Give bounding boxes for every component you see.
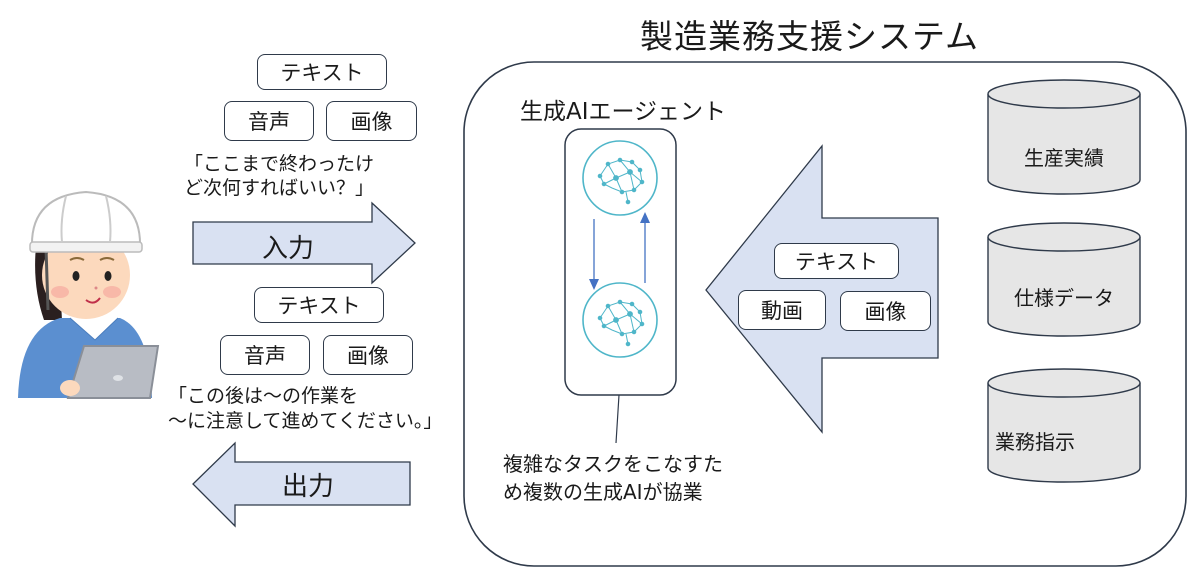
database-label-production: 生産実績 xyxy=(1024,146,1104,170)
output-arrow xyxy=(192,441,411,528)
modality-tag-image: 画像 xyxy=(323,335,413,375)
system-title: 製造業務支援システム xyxy=(640,17,980,56)
callout-line xyxy=(615,394,620,444)
input-arrow-label: 入力 xyxy=(262,234,315,264)
database-cylinder xyxy=(987,79,1141,195)
output-quote-line1: 「この後は～の作業を xyxy=(168,385,359,407)
database-cylinder xyxy=(987,222,1141,337)
system-container xyxy=(463,61,1187,567)
input-arrow xyxy=(192,201,416,285)
modality-tag-video: 動画 xyxy=(738,290,826,330)
flow-arrow-down xyxy=(589,219,599,290)
modality-tag-audio: 音声 xyxy=(224,101,314,141)
flow-arrow-up xyxy=(640,212,650,283)
modality-tag-text: テキスト xyxy=(254,287,384,323)
database-cylinder xyxy=(987,368,1141,483)
brain-ai-icon xyxy=(582,282,658,358)
data-arrow xyxy=(705,144,939,434)
output-quote-line2: ～に注意して進めてください。」 xyxy=(168,410,443,432)
worker-figure-icon xyxy=(18,190,160,399)
output-arrow-label: 出力 xyxy=(282,472,335,502)
agent-caption-line2: め複数の生成AIが協業 xyxy=(503,480,703,504)
modality-tag-image: 画像 xyxy=(326,101,417,141)
input-quote-line1: 「ここまで終わったけ xyxy=(184,153,375,175)
modality-tag-text: テキスト xyxy=(774,243,899,279)
modality-tag-text: テキスト xyxy=(257,54,387,90)
brain-ai-icon xyxy=(582,140,658,216)
input-quote-line2: ど次何すればいい？」 xyxy=(184,177,375,199)
database-label-spec: 仕様データ xyxy=(1014,286,1114,310)
modality-tag-image: 画像 xyxy=(840,291,931,331)
modality-tag-audio: 音声 xyxy=(220,335,310,375)
agent-caption-line1: 複雑なタスクをこなすた xyxy=(503,452,723,476)
database-label-instructions: 業務指示 xyxy=(995,430,1075,454)
agent-title: 生成AIエージェント xyxy=(520,99,727,125)
